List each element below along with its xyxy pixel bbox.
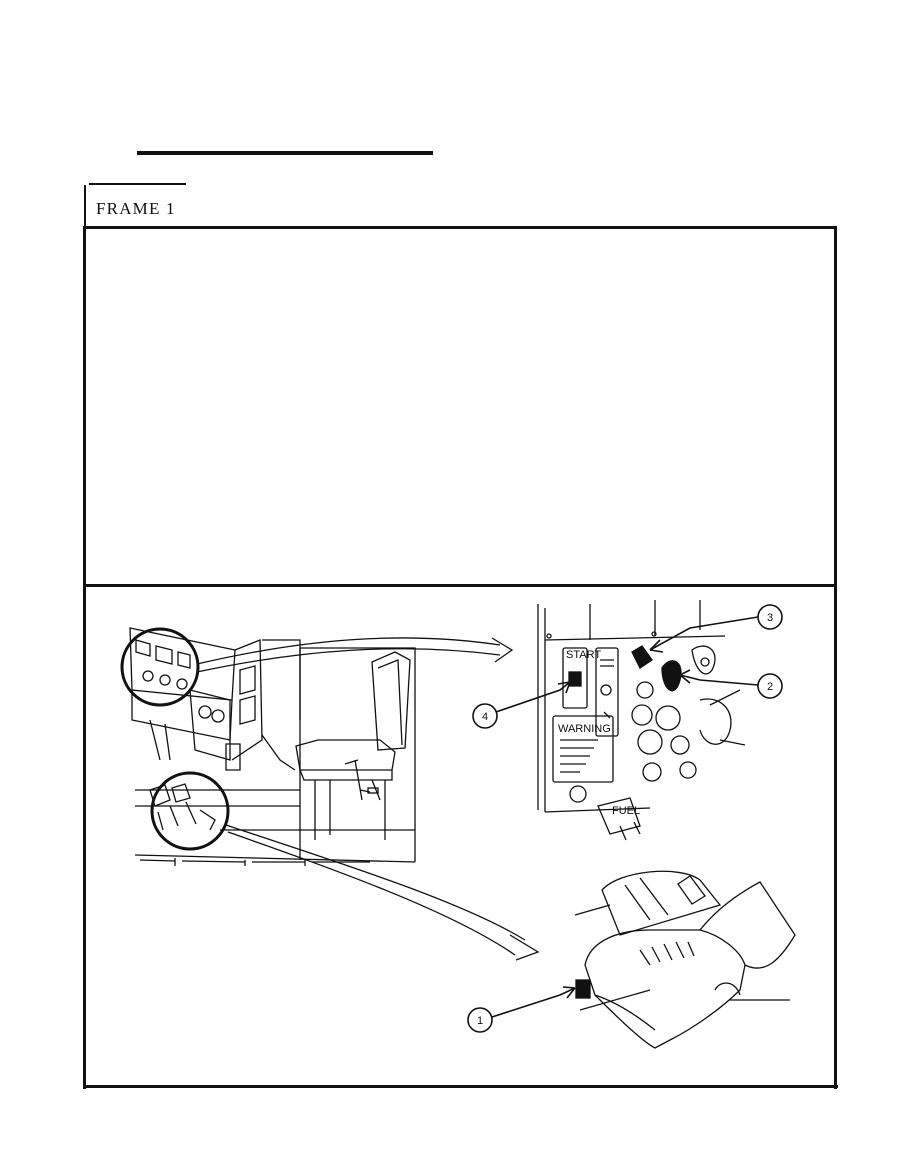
callout-3: 3 <box>767 612 773 624</box>
frame-bottom-border <box>83 1085 838 1088</box>
instrument-panel-detail: START WARNING FUEL <box>537 600 746 841</box>
callout-arrows <box>196 637 540 961</box>
start-placard: START <box>566 649 601 661</box>
frame-label: FRAME 1 <box>96 199 176 218</box>
fuel-placard: FUEL <box>612 805 640 817</box>
title-underline <box>137 151 433 155</box>
frame-tab-rule <box>89 183 186 185</box>
callout-4: 4 <box>482 711 488 723</box>
cab-interior-illustration <box>120 627 416 866</box>
frame-divider <box>83 584 834 587</box>
foot-pedal-detail <box>574 870 796 1049</box>
frame-box <box>83 226 837 1089</box>
frame-text-area <box>86 229 831 584</box>
warning-placard: WARNING <box>558 723 611 735</box>
illustration-figure: START WARNING FUEL <box>120 600 796 1049</box>
callout-markers: 3 2 4 1 <box>467 604 783 1033</box>
callout-2: 2 <box>767 681 773 693</box>
frame-tab-border <box>84 185 86 228</box>
callout-1: 1 <box>477 1015 483 1027</box>
